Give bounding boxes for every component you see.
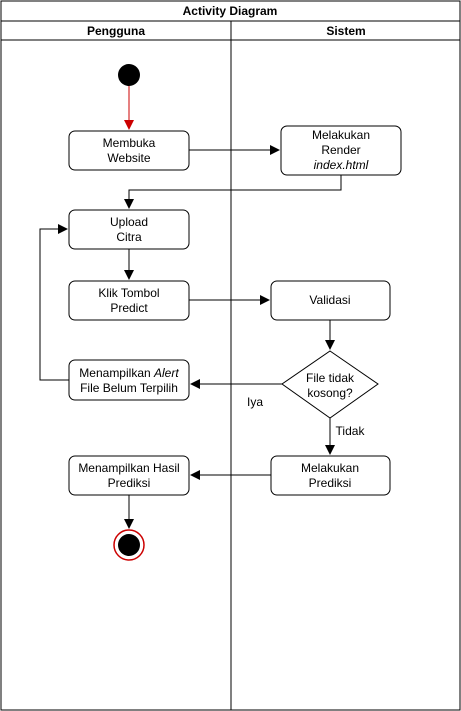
edge-label-yes: Iya bbox=[247, 395, 263, 409]
node-upload-line2: Citra bbox=[116, 230, 142, 244]
node-predict-line1: Melakukan bbox=[301, 461, 359, 475]
end-node bbox=[118, 534, 140, 556]
node-show-alert-prefix: Menampilkan bbox=[79, 366, 154, 380]
node-show-alert-line1: Menampilkan Alert bbox=[79, 366, 179, 380]
decision-line1: File tidak bbox=[306, 371, 355, 385]
lane-label-pengguna: Pengguna bbox=[87, 24, 145, 38]
node-click-predict-line1: Klik Tombol bbox=[98, 286, 159, 300]
node-open-website-line2: Website bbox=[107, 151, 150, 165]
node-show-alert-keyword: Alert bbox=[153, 366, 179, 380]
node-open-website-line1: Membuka bbox=[103, 136, 156, 150]
lane-label-sistem: Sistem bbox=[326, 24, 365, 38]
edge-alert-to-upload bbox=[39, 224, 69, 381]
node-predict-line2: Prediksi bbox=[309, 476, 352, 490]
node-validate-label: Validasi bbox=[309, 293, 350, 307]
node-show-alert-line2: File Belum Terpilih bbox=[80, 381, 178, 395]
node-render-line2: Render bbox=[321, 143, 360, 157]
diagram-title: Activity Diagram bbox=[183, 4, 278, 18]
node-render-line1: Melakukan bbox=[312, 128, 370, 142]
node-show-result-line2: Prediksi bbox=[108, 476, 151, 490]
node-click-predict-line2: Predict bbox=[110, 301, 148, 315]
decision-line2: kosong? bbox=[307, 386, 353, 400]
node-render-line3: index.html bbox=[314, 158, 369, 172]
node-show-result-line1: Menampilkan Hasil bbox=[78, 461, 179, 475]
edge-render-to-upload bbox=[124, 175, 342, 209]
edge-label-no: Tidak bbox=[336, 424, 366, 438]
start-node bbox=[118, 64, 140, 86]
node-upload-line1: Upload bbox=[110, 215, 148, 229]
